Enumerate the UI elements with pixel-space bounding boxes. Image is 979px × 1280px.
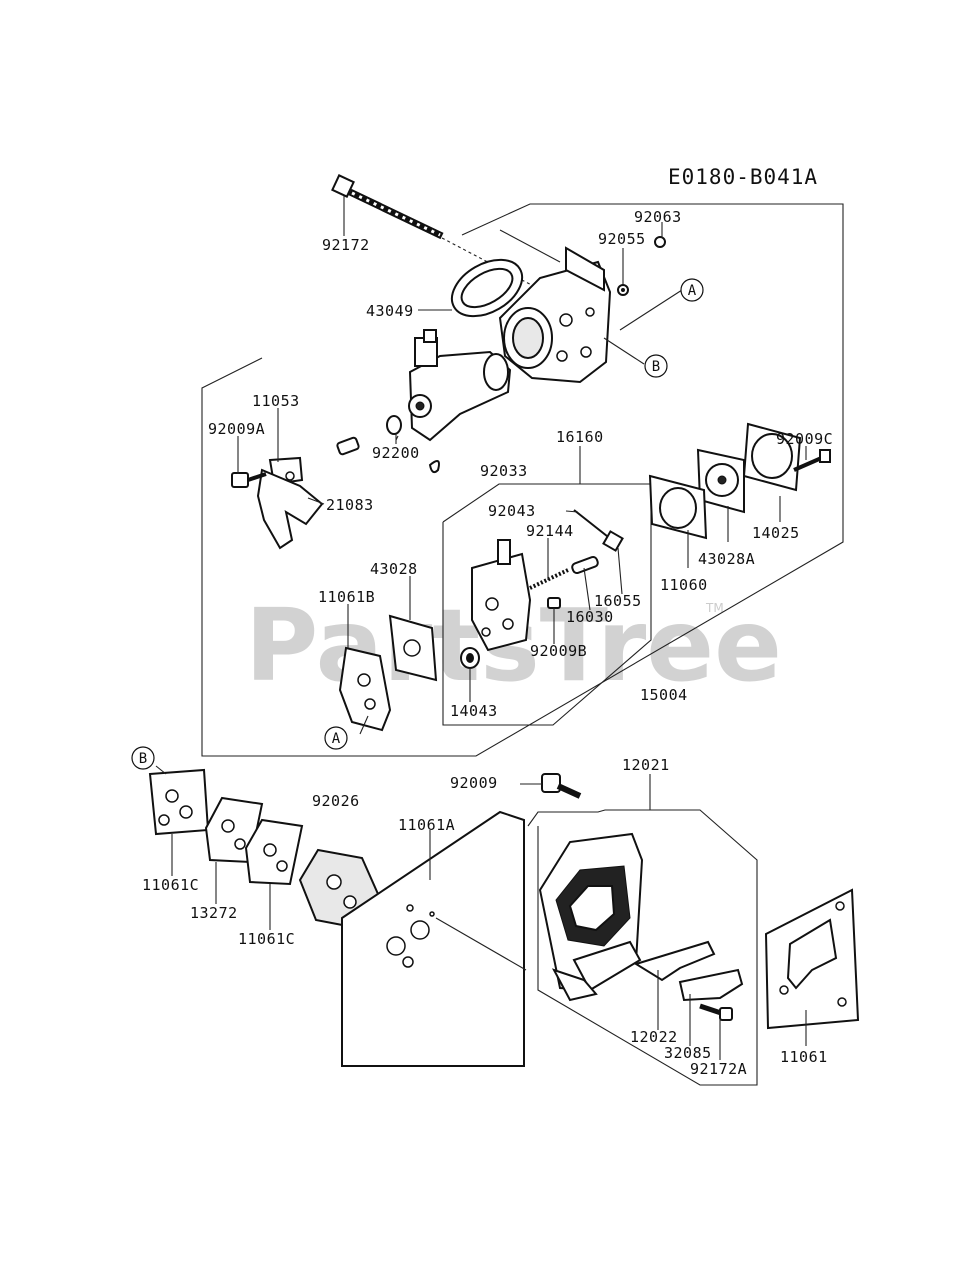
label-11061C-first: 11061C (142, 876, 199, 894)
label-11061: 11061 (780, 1048, 828, 1066)
label-12022: 12022 (630, 1028, 678, 1046)
callout-a-top: A (680, 278, 704, 302)
diagram-code: E0180-B041A (668, 165, 818, 189)
needle-92043 (573, 509, 624, 552)
screw-92009B (547, 597, 561, 609)
gasket-43049 (450, 258, 524, 318)
screw-92009A (231, 472, 267, 488)
label-11061A: 11061A (398, 816, 455, 834)
label-92200: 92200 (372, 444, 420, 462)
label-32085: 32085 (664, 1044, 712, 1062)
label-11061C-second: 11061C (238, 930, 295, 948)
label-92009: 92009 (450, 774, 498, 792)
leader-lines (155, 196, 807, 1060)
svg-text:B: B (652, 359, 660, 375)
svg-text:A: A (332, 731, 341, 747)
label-16055: 16055 (594, 592, 642, 610)
label-16160: 16160 (556, 428, 604, 446)
label-13272: 13272 (190, 904, 238, 922)
gasket-11060 (648, 474, 708, 540)
lower-assembly-box-outline (527, 809, 758, 1086)
label-92009A: 92009A (208, 420, 265, 438)
label-14043: 14043 (450, 702, 498, 720)
svg-text:B: B (139, 751, 147, 767)
gasket-11061A (341, 810, 525, 1067)
carburetor-body (498, 246, 612, 384)
gasket-11061C-second (244, 818, 304, 886)
callout-b-bottom: B (131, 746, 155, 770)
gasket-11061C-first (148, 768, 210, 836)
plate-32085 (678, 968, 744, 1002)
bolt-92172 (331, 174, 444, 240)
screw-92009C (793, 449, 831, 472)
label-92009B: 92009B (530, 642, 587, 660)
label-92144: 92144 (526, 522, 574, 540)
label-92043: 92043 (488, 502, 536, 520)
label-11053: 11053 (252, 392, 300, 410)
spring-clip (428, 460, 440, 474)
watermark-trademark: TM (705, 601, 724, 615)
cover-14025 (742, 422, 802, 492)
assembly-box-outline (201, 203, 844, 757)
label-92009C: 92009C (776, 430, 833, 448)
gasket-11061B (338, 646, 392, 732)
label-16030: 16030 (566, 608, 614, 626)
screw-92063 (654, 236, 666, 248)
label-92172A: 92172A (690, 1060, 747, 1078)
label-15004: 15004 (640, 686, 688, 704)
diaphragm-43028A (696, 448, 745, 514)
lever-12022 (633, 940, 716, 982)
label-92033: 92033 (480, 462, 528, 480)
label-21083: 21083 (326, 496, 374, 514)
label-92026: 92026 (312, 792, 360, 810)
callout-a-bottom: A (324, 726, 348, 750)
label-12021: 12021 (622, 756, 670, 774)
label-43028A: 43028A (698, 550, 755, 568)
lever-21083 (256, 468, 324, 550)
sub-assembly-box-outline (442, 483, 652, 726)
callout-b-top: B (644, 354, 668, 378)
metering-body-16160 (471, 539, 532, 652)
label-43049: 43049 (366, 302, 414, 320)
label-43028: 43028 (370, 560, 418, 578)
label-92055: 92055 (598, 230, 646, 248)
spring-92144 (529, 568, 569, 590)
filter-base-12021 (538, 832, 644, 1002)
bolt-92009 (541, 773, 582, 799)
gasket-11061 (764, 888, 860, 1030)
label-11060: 11060 (660, 576, 708, 594)
oring-92055 (617, 284, 629, 296)
label-11061B: 11061B (318, 588, 375, 606)
label-14025: 14025 (752, 524, 800, 542)
diaphragm-43028 (388, 614, 438, 682)
bolt-92172A (699, 1003, 733, 1021)
needle-16030 (571, 555, 599, 575)
throttle-shaft-assembly (408, 329, 512, 442)
plug-part (336, 436, 360, 456)
leader-11061A-axis (435, 917, 527, 971)
svg-text:A: A (688, 283, 697, 299)
washer-92200 (386, 415, 402, 435)
label-92063: 92063 (634, 208, 682, 226)
plug-14043 (460, 647, 480, 669)
label-92172: 92172 (322, 236, 370, 254)
